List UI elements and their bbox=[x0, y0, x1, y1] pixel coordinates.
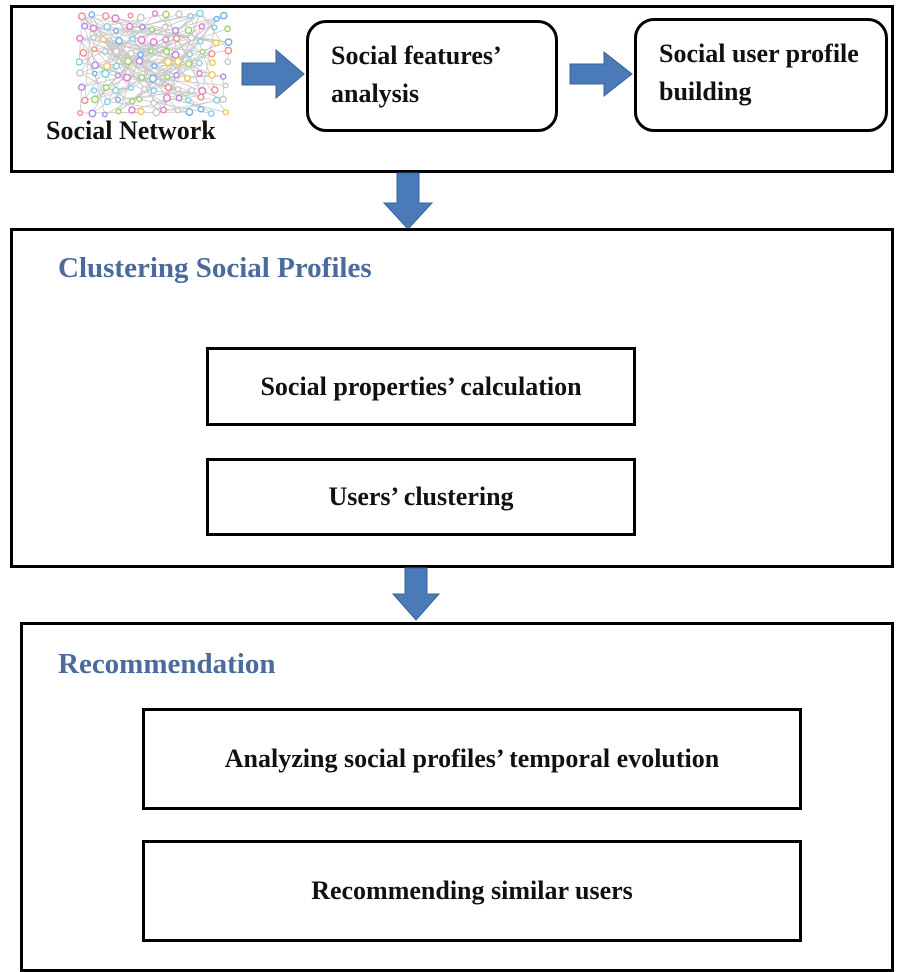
users-clustering-box: Users’ clustering bbox=[206, 458, 636, 536]
social-properties-calculation-label: Social properties’ calculation bbox=[260, 372, 581, 402]
users-clustering-label: Users’ clustering bbox=[328, 482, 513, 512]
down-arrow-icon bbox=[384, 173, 432, 229]
social-features-analysis-box: Social features’ analysis bbox=[306, 20, 558, 132]
temporal-evolution-label: Analyzing social profiles’ temporal evol… bbox=[225, 744, 719, 774]
social-network-caption: Social Network bbox=[46, 116, 216, 146]
right-arrow-icon bbox=[242, 50, 304, 98]
temporal-evolution-box: Analyzing social profiles’ temporal evol… bbox=[142, 708, 802, 810]
right-arrow-icon bbox=[570, 52, 632, 96]
social-user-profile-box: Social user profile building bbox=[634, 18, 888, 132]
social-features-analysis-label: Social features’ analysis bbox=[331, 41, 500, 108]
clustering-title: Clustering Social Profiles bbox=[58, 252, 372, 285]
social-user-profile-label: Social user profile building bbox=[659, 39, 859, 106]
recommending-similar-users-label: Recommending similar users bbox=[311, 876, 633, 906]
recommendation-title: Recommendation bbox=[58, 648, 275, 681]
social-properties-calculation-box: Social properties’ calculation bbox=[206, 347, 636, 426]
social-network-graph-icon bbox=[76, 10, 234, 118]
recommending-similar-users-box: Recommending similar users bbox=[142, 840, 802, 942]
down-arrow-icon bbox=[393, 568, 439, 620]
